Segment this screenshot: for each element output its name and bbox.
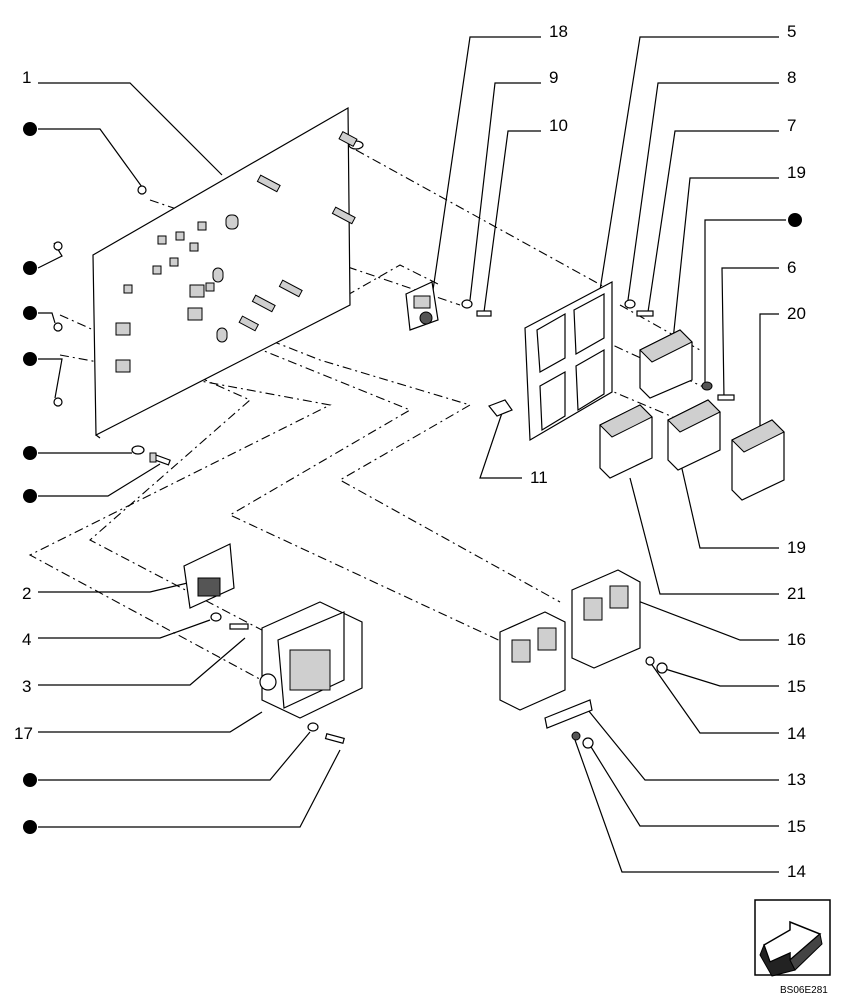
callout-19b: 19 xyxy=(787,538,806,557)
circuit-board-18 xyxy=(405,281,439,331)
callout-21: 21 xyxy=(787,584,806,603)
callout-9: 9 xyxy=(549,68,558,87)
washer-8 xyxy=(624,299,636,309)
relay-holder-16 xyxy=(571,569,641,669)
callout-8: 8 xyxy=(787,68,796,87)
relay-20 xyxy=(731,419,785,501)
callout-13: 13 xyxy=(787,770,806,789)
callout-18: 18 xyxy=(549,22,568,41)
callout-14: 14 xyxy=(787,724,806,743)
callout-5: 5 xyxy=(787,22,796,41)
relay-19-top xyxy=(639,329,693,399)
plate-13 xyxy=(544,699,593,729)
relay-21 xyxy=(599,404,653,479)
relay-19-bottom xyxy=(667,399,721,471)
bullet-marker xyxy=(23,122,37,136)
view-direction-arrow-icon xyxy=(754,899,831,977)
callout-20: 20 xyxy=(787,304,806,323)
bullet-marker xyxy=(23,773,37,787)
callout-14b: 14 xyxy=(787,862,806,881)
washer-14b xyxy=(571,731,581,741)
leader-lines-left xyxy=(37,82,341,828)
washer-14 xyxy=(645,656,655,666)
relay-base-5 xyxy=(524,281,613,442)
screw-7 xyxy=(636,310,654,317)
screw-3 xyxy=(229,623,249,630)
bullet-marker xyxy=(23,820,37,834)
washer-dot xyxy=(701,381,713,391)
callout-15: 15 xyxy=(787,677,806,696)
nut-15 xyxy=(656,662,668,674)
callout-19: 19 xyxy=(787,163,806,182)
bullet-marker xyxy=(23,352,37,366)
callout-10: 10 xyxy=(549,116,568,135)
fuse-block-17 xyxy=(259,601,363,719)
circuit-board-2 xyxy=(183,543,235,609)
callout-11: 11 xyxy=(530,468,548,487)
washer-screw-left xyxy=(131,445,171,466)
callout-15b: 15 xyxy=(787,817,806,836)
bullet-marker xyxy=(23,261,37,275)
relay-holder-left xyxy=(499,611,566,711)
callout-3: 3 xyxy=(22,677,31,696)
callout-4: 4 xyxy=(22,630,31,649)
callout-16: 16 xyxy=(787,630,806,649)
bullet-marker xyxy=(788,213,802,227)
callout-6: 6 xyxy=(787,258,796,277)
panel-studs xyxy=(115,131,364,373)
washer-4 xyxy=(210,612,222,622)
nut-15b xyxy=(582,737,594,749)
screw-6 xyxy=(717,394,735,401)
callout-17: 17 xyxy=(14,724,33,743)
mounting-panel xyxy=(53,106,364,439)
callout-7: 7 xyxy=(787,116,796,135)
screw-10 xyxy=(476,310,492,317)
bullet-marker xyxy=(23,306,37,320)
bullet-marker xyxy=(23,446,37,460)
washer-9 xyxy=(461,299,473,309)
callout-1: 1 xyxy=(22,68,31,87)
figure-code: BS06E281 xyxy=(780,985,828,996)
washer-lower xyxy=(307,722,319,732)
bullet-marker xyxy=(23,489,37,503)
callout-2: 2 xyxy=(22,584,31,603)
leader-lines-right xyxy=(432,36,786,873)
bracket-11 xyxy=(488,399,513,417)
screw-lower xyxy=(324,733,345,744)
